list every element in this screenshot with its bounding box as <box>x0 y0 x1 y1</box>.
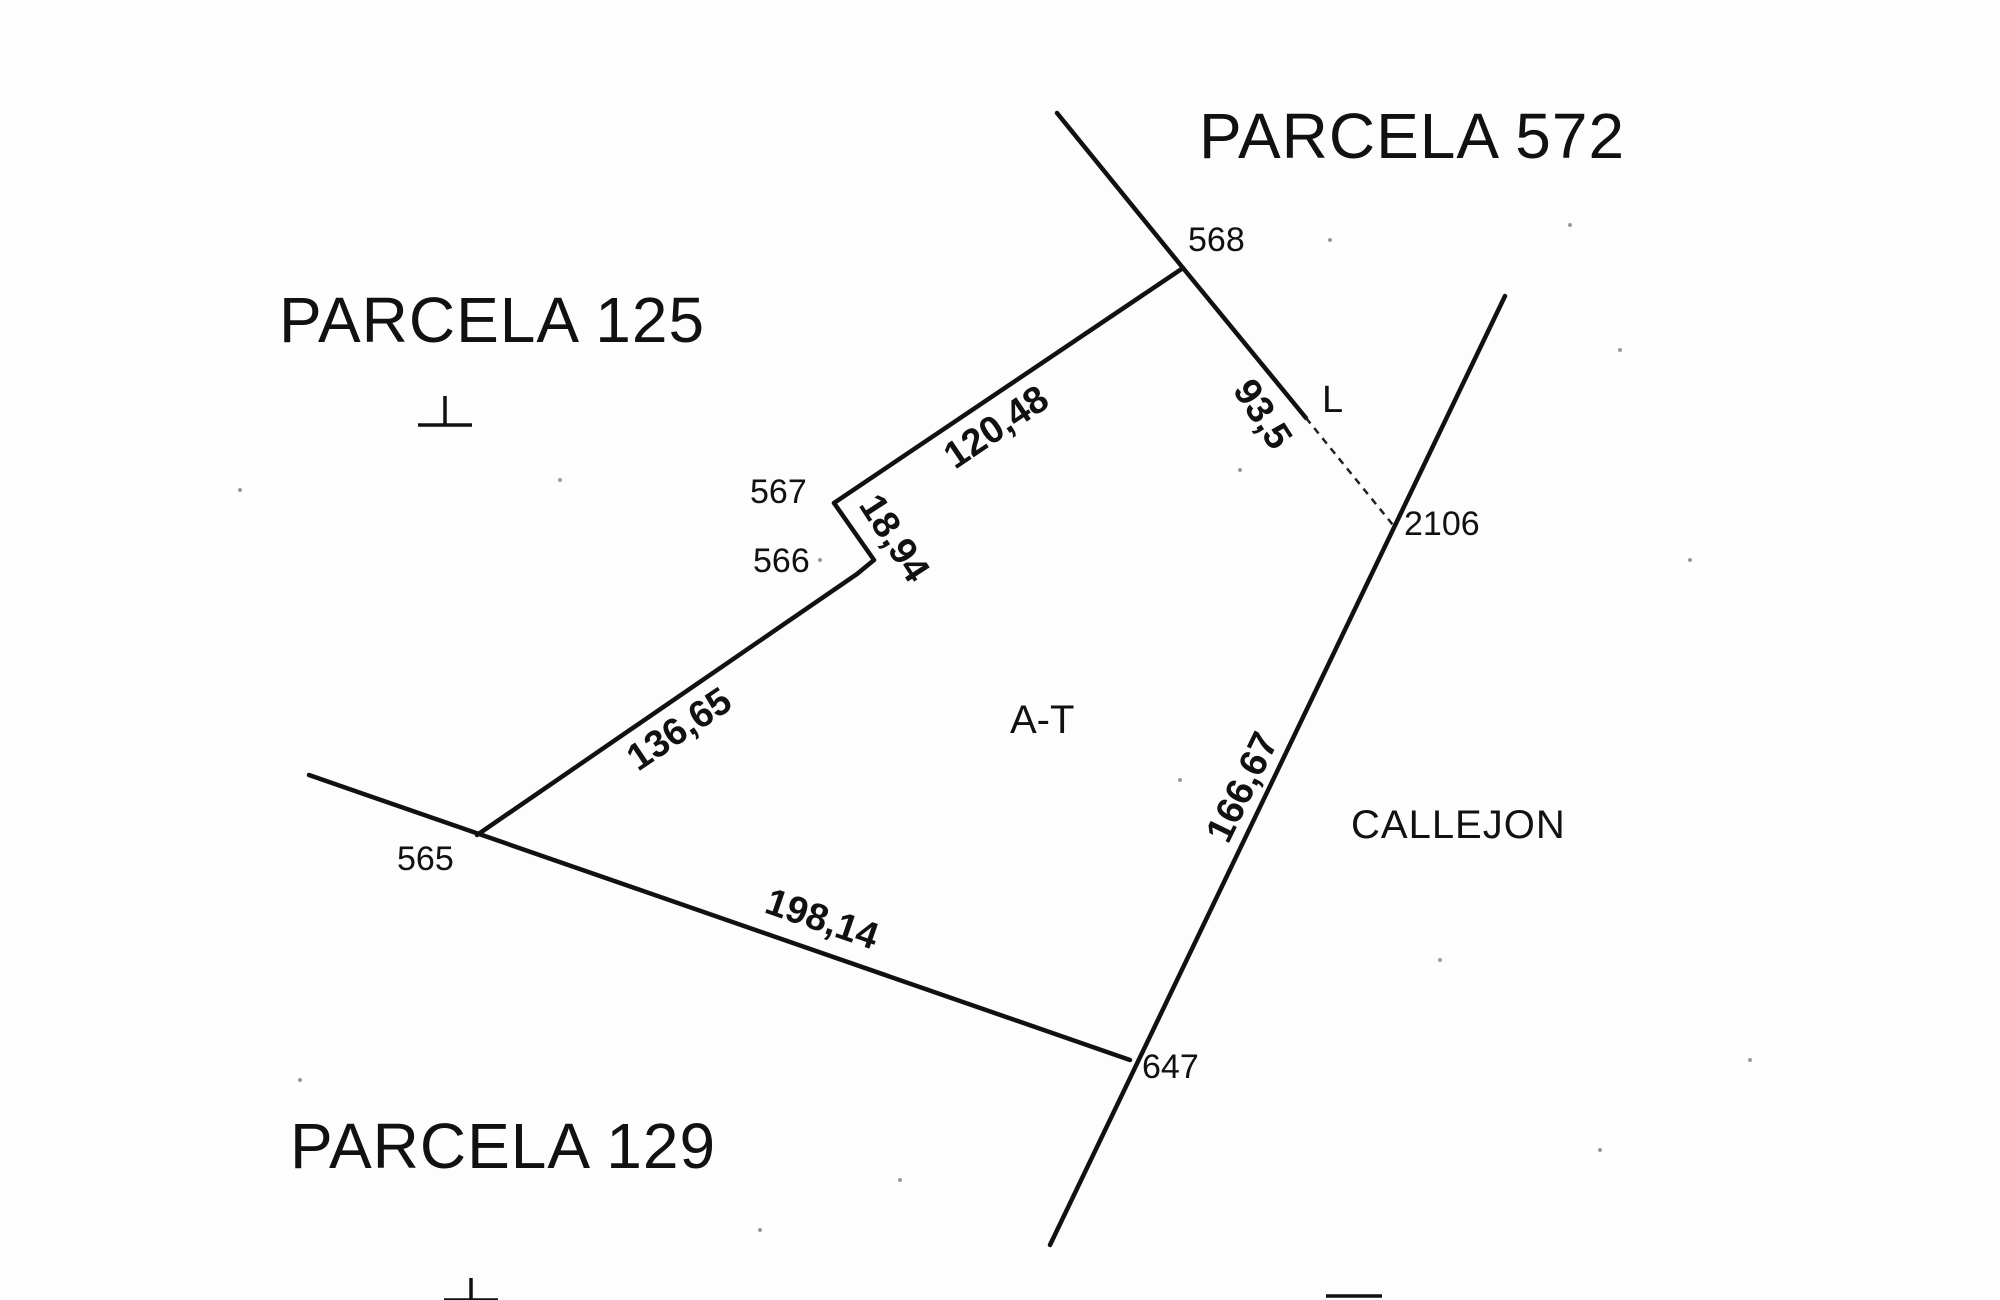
boundary-568-extension <box>1054 110 1186 271</box>
callejon-label: CALLEJON <box>1351 803 1566 847</box>
parcel-label-125: PARCELA 125 <box>279 284 705 356</box>
tick-marker-parcela-125 <box>418 396 472 427</box>
boundary-565-647 <box>306 772 1133 1063</box>
boundary-567-566 <box>831 500 877 577</box>
scan-noise <box>238 223 1752 1232</box>
vertex-label-568: 568 <box>1188 221 1245 259</box>
parcel-label-572: PARCELA 572 <box>1199 100 1625 172</box>
parcel-label-129: PARCELA 129 <box>290 1110 716 1182</box>
vertex-label-566: 566 <box>753 542 810 580</box>
vertex-label-647: 647 <box>1142 1048 1199 1086</box>
boundary-568-567 <box>831 265 1186 506</box>
boundary-callejon <box>1047 293 1508 1248</box>
boundary-566-565 <box>474 571 860 838</box>
dimension-567-566: 18,94 <box>850 487 937 590</box>
boundary-568-2106-dashed <box>1305 417 1394 526</box>
tick-marker-parcela-129 <box>444 1278 498 1300</box>
vertex-label-565: 565 <box>397 840 454 878</box>
dimension-565-647: 198,14 <box>760 881 884 959</box>
vertex-label-567: 567 <box>750 473 807 511</box>
zone-label-center: A-T <box>1010 698 1074 742</box>
boundary-568-2106 <box>1180 265 1309 421</box>
dimension-568-2106: 93,5 <box>1224 372 1300 457</box>
boundary-marker-letter: L <box>1322 379 1343 421</box>
dimension-647-2106: 166,67 <box>1198 726 1287 849</box>
vertex-label-2106: 2106 <box>1404 505 1480 543</box>
